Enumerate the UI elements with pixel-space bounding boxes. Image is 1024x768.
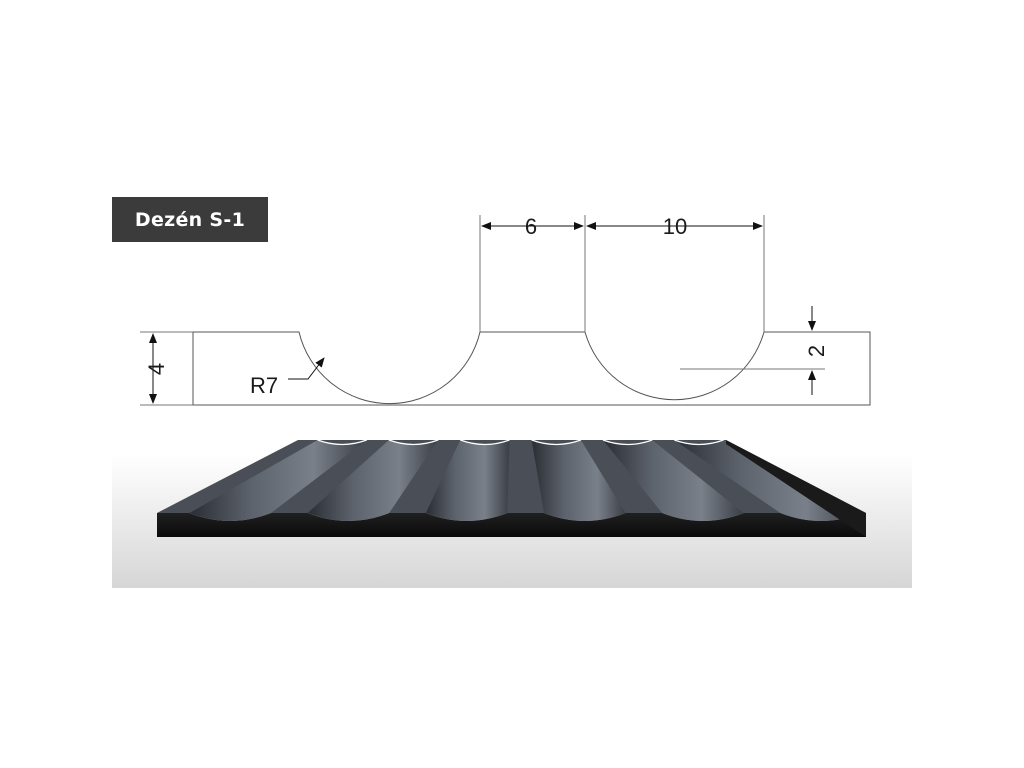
dim-label-thickness: 4 — [144, 363, 169, 375]
mat-groove — [189, 440, 367, 521]
mat-side-face — [726, 440, 866, 537]
mat-groove — [307, 440, 439, 521]
pattern-title: Dezén S-1 — [112, 197, 268, 242]
mat-groove-notch — [460, 439, 510, 446]
dim-label-depth: 2 — [804, 345, 829, 357]
mat-groove-notch — [317, 439, 368, 446]
mat-front-face — [157, 513, 866, 537]
radius-leader — [288, 357, 325, 380]
mat-groove-notch — [531, 439, 582, 446]
mat-groove-notch — [674, 439, 724, 446]
profile-drawing — [140, 215, 871, 406]
dim-label-land: 6 — [525, 214, 537, 239]
mat-groove — [425, 440, 510, 521]
mat-rendering — [157, 439, 866, 537]
mat-groove-notch — [388, 439, 439, 446]
dim-label-groove: 10 — [663, 214, 687, 239]
dim-label-radius: R7 — [250, 373, 278, 398]
mat-groove — [602, 440, 744, 521]
mat-groove — [531, 440, 626, 521]
profile-outline — [192, 331, 871, 406]
mat-groove-notch — [602, 439, 653, 446]
